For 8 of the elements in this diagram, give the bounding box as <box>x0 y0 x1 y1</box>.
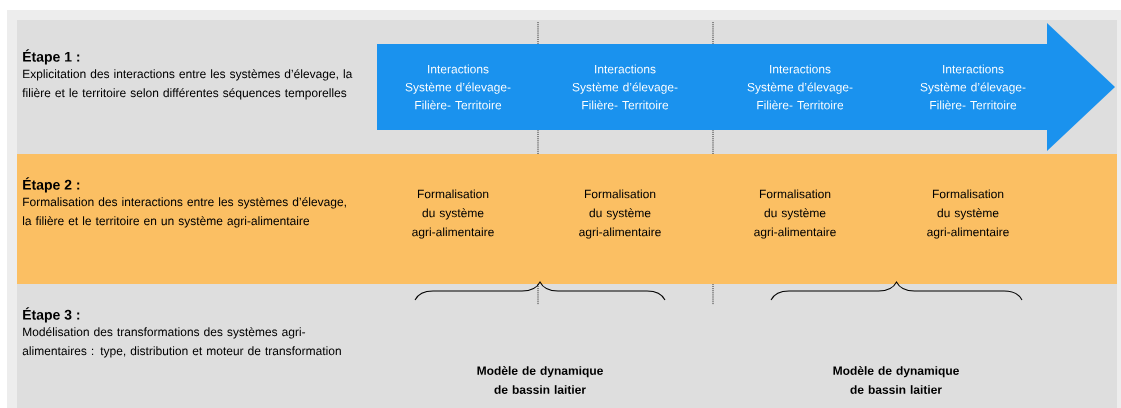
arrow-band: Interactions Système d’élevage- Filière- Territoire Interactions Système d’élevage- Filière- Territoire Interactions Système d’élevage- Filière- Territoire Interactions Système d’élevage- Filière- Territoire <box>377 23 1115 151</box>
step-heading: Étape 3 : <box>23 307 80 323</box>
step-description: Explicitation des interactions entre les systèmes d’élevage, la filière et le territoire selon différentes séquences temporelles <box>22 69 353 100</box>
brace-label: Modèle de dynamique de bassin laitier <box>477 366 603 394</box>
brace-label: Modèle de dynamique de bassin laitier <box>833 366 959 394</box>
band: Étape 2 : Formalisation des interactions entre les systèmes d’élevage, la filière et le territoire en un système agri-alimentaire Formalisation du système agri-alimentaire Formalisation du système agri-alimentaire Formalisation du système agri-alimentaire Formalisation du système agri-alimentaire <box>17 154 1117 284</box>
step-heading: Étape 1 : <box>23 49 80 65</box>
step-description: Modélisation des transformations des systèmes agri-alimentaires : type, distribution et moteur de transformation <box>22 327 341 358</box>
